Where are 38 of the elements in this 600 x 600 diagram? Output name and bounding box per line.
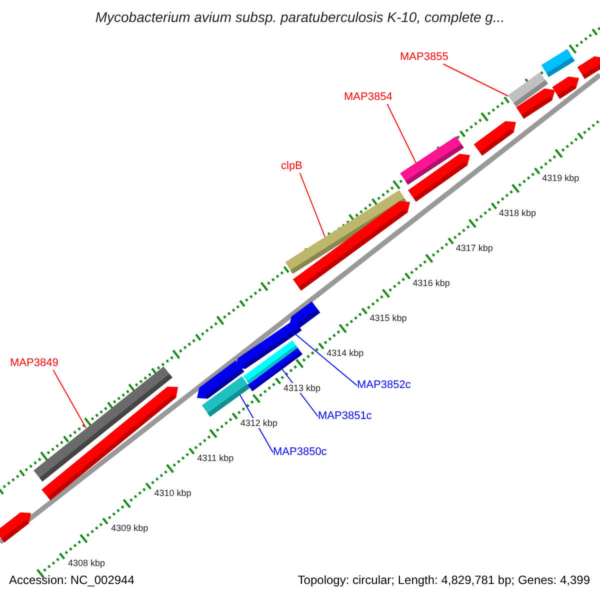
scale-label: 4310 kbp	[154, 488, 192, 498]
gene-name-label: MAP3852c	[357, 379, 411, 392]
gene-name-label: MAP3849	[10, 357, 58, 370]
gene-feature	[292, 201, 410, 291]
gene-name-label: clpB	[281, 160, 302, 173]
scale-label: 4313 kbp	[284, 383, 321, 394]
gene-name-label: MAP3855	[400, 51, 448, 64]
gene-feature	[289, 301, 320, 328]
leader-line	[386, 104, 416, 164]
scale-label: 4308 kbp	[68, 558, 106, 568]
gene-feature	[541, 49, 575, 77]
gene-feature	[474, 121, 516, 156]
scale-label: 4314 kbp	[326, 348, 364, 358]
genome-info-text: Topology: circular; Length: 4,829,781 bp; Genes: 4,399	[298, 574, 590, 588]
gene-name-label: MAP3851c	[318, 410, 372, 423]
leader-line	[299, 172, 326, 238]
scale-label: 4318 kbp	[499, 208, 536, 218]
gene-name-label: MAP3854	[344, 91, 392, 104]
scale-label: 4309 kbp	[111, 523, 148, 534]
scale-label: 4312 kbp	[240, 418, 278, 428]
gene-feature	[577, 56, 600, 79]
gene-feature	[552, 76, 579, 99]
scale-label: 4315 kbp	[370, 313, 407, 324]
title: Mycobacterium avium subsp. paratuberculosis K-10, complete g...	[94, 9, 506, 26]
accession-text: Accession: NC_002944	[9, 574, 134, 588]
leader-line	[294, 332, 358, 386]
scale-label: 4317 kbp	[456, 243, 493, 254]
scale-label: 4311 kbp	[197, 453, 234, 464]
leader-line	[442, 64, 508, 96]
scale-label: 4319 kbp	[542, 173, 580, 184]
gene-feature	[516, 88, 555, 119]
gene-name-label: MAP3850c	[273, 446, 327, 459]
gene-feature	[408, 154, 470, 202]
gene-feature	[42, 386, 178, 500]
gene-feature	[202, 376, 250, 417]
leader-line	[52, 370, 86, 428]
scale-label: 4316 kbp	[412, 278, 450, 288]
gene-feature	[0, 512, 31, 542]
